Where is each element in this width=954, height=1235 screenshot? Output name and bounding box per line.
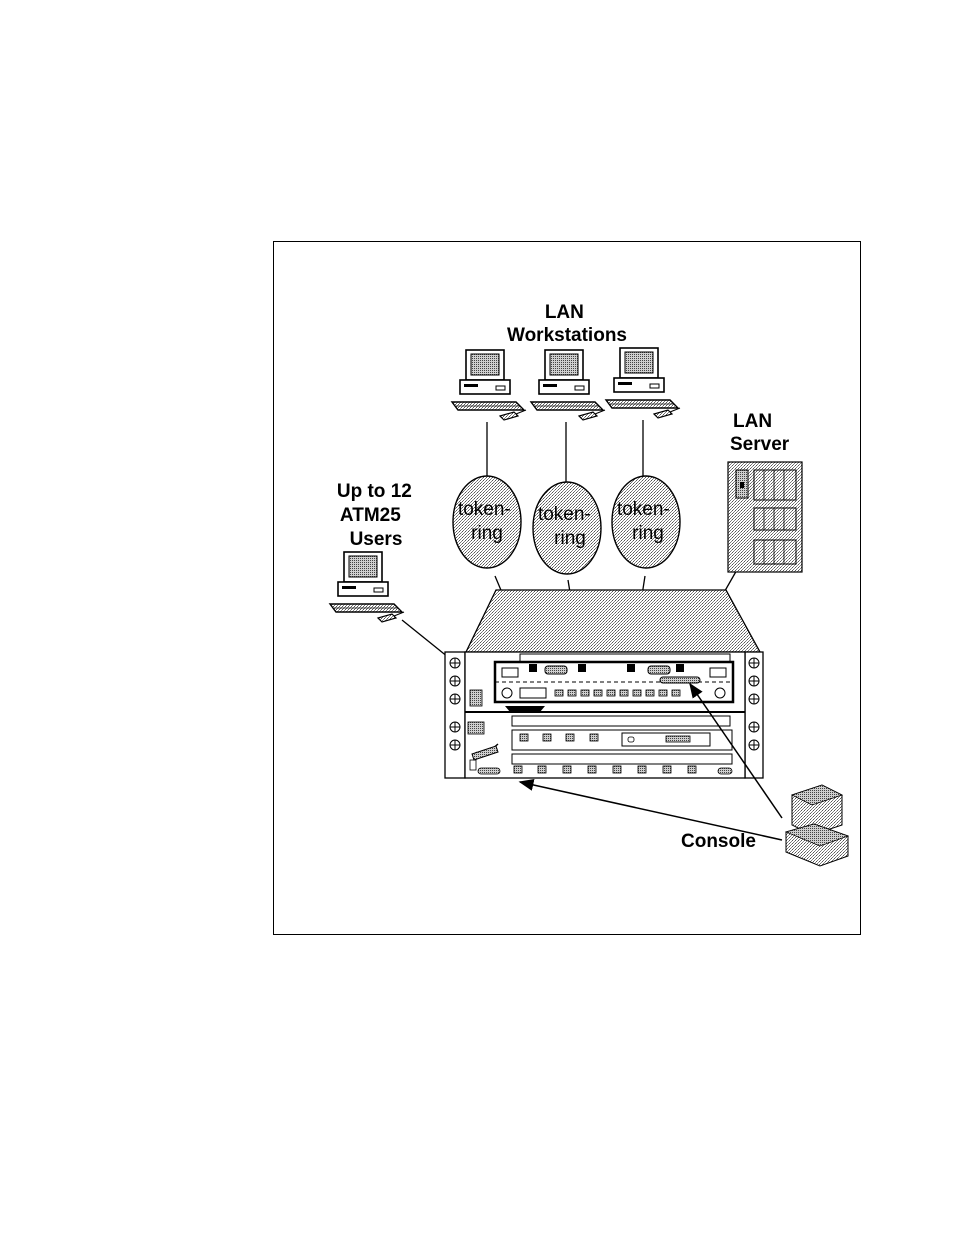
console-terminal-icon [786,785,848,866]
token-ring-2: token- ring [533,482,601,574]
atm-switch-chassis [445,590,763,778]
console-label: Console [681,831,756,852]
token-ring-3: token- ring [612,476,680,568]
lan-server-icon [728,462,802,572]
token-ring-1: token- ring [453,476,521,568]
